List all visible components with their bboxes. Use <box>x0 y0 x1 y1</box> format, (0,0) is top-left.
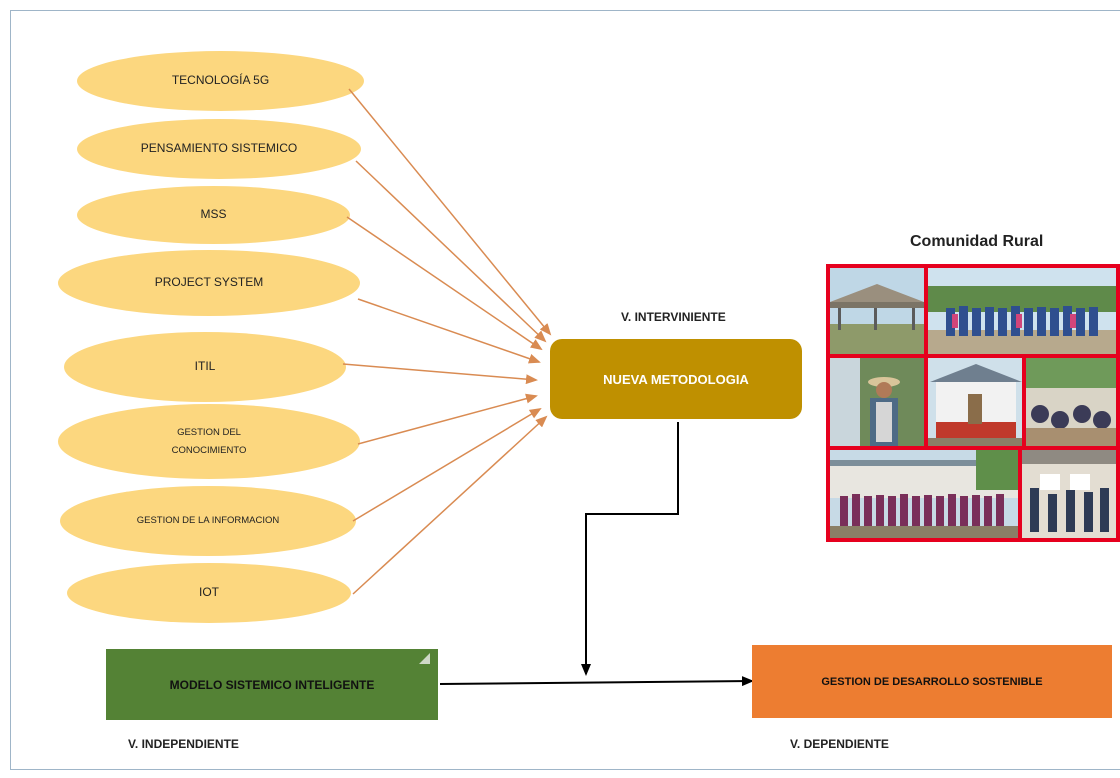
factor-oval-project-system: PROJECT SYSTEM <box>58 250 360 316</box>
intervening-box: NUEVA METODOLOGIA <box>550 339 802 419</box>
factor-oval-itil: ITIL <box>64 332 346 402</box>
dependent-box: GESTION DE DESARROLLO SOSTENIBLE <box>752 645 1112 718</box>
photo-indoor <box>1022 450 1116 538</box>
intervening-caption: V. INTERVINIENTE <box>621 310 726 324</box>
photo-panel-title: Comunidad Rural <box>910 233 1044 250</box>
factor-oval-pensamiento-sistemico: PENSAMIENTO SISTEMICO <box>77 119 361 179</box>
factor-label-wrap: GESTION DEL CONOCIMIENTO <box>172 424 247 458</box>
photo-meeting <box>1026 358 1116 446</box>
factor-label: GESTION DE LA INFORMACION <box>136 515 280 527</box>
photo-group-outdoor <box>928 268 1116 354</box>
factor-label: TECNOLOGÍA 5G <box>171 73 270 88</box>
photo-collage <box>826 264 1120 542</box>
factor-label: PROJECT SYSTEM <box>154 275 264 290</box>
photo-group-building <box>830 450 1018 538</box>
factor-label-line2: CONOCIMIENTO <box>171 444 247 456</box>
factor-oval-tecnologia-5g: TECNOLOGÍA 5G <box>77 51 364 111</box>
factor-label: IOT <box>199 585 219 600</box>
factor-oval-gestion-conocimiento: GESTION DEL CONOCIMIENTO <box>58 404 360 479</box>
factor-label: MSS <box>200 207 227 222</box>
photo-man-hat <box>830 358 924 446</box>
factor-label-line1: GESTION DEL <box>177 427 241 439</box>
independent-box-label: MODELO SISTEMICO INTELIGENTE <box>169 677 375 692</box>
collage-drawing <box>830 268 1116 538</box>
photo-pavilion <box>830 268 924 354</box>
photo-house <box>928 358 1022 446</box>
factor-oval-gestion-informacion: GESTION DE LA INFORMACION <box>60 486 356 556</box>
factor-label: PENSAMIENTO SISTEMICO <box>140 141 298 156</box>
factor-oval-mss: MSS <box>77 186 350 244</box>
independent-box: MODELO SISTEMICO INTELIGENTE <box>106 649 438 720</box>
independent-caption: V. INDEPENDIENTE <box>128 737 239 751</box>
factor-oval-iot: IOT <box>67 563 351 623</box>
intervening-box-label: NUEVA METODOLOGIA <box>603 371 749 387</box>
corner-mark <box>419 653 430 664</box>
factor-label: ITIL <box>194 359 216 374</box>
dependent-box-label: GESTION DE DESARROLLO SOSTENIBLE <box>821 675 1043 688</box>
dependent-caption: V. DEPENDIENTE <box>790 737 889 751</box>
